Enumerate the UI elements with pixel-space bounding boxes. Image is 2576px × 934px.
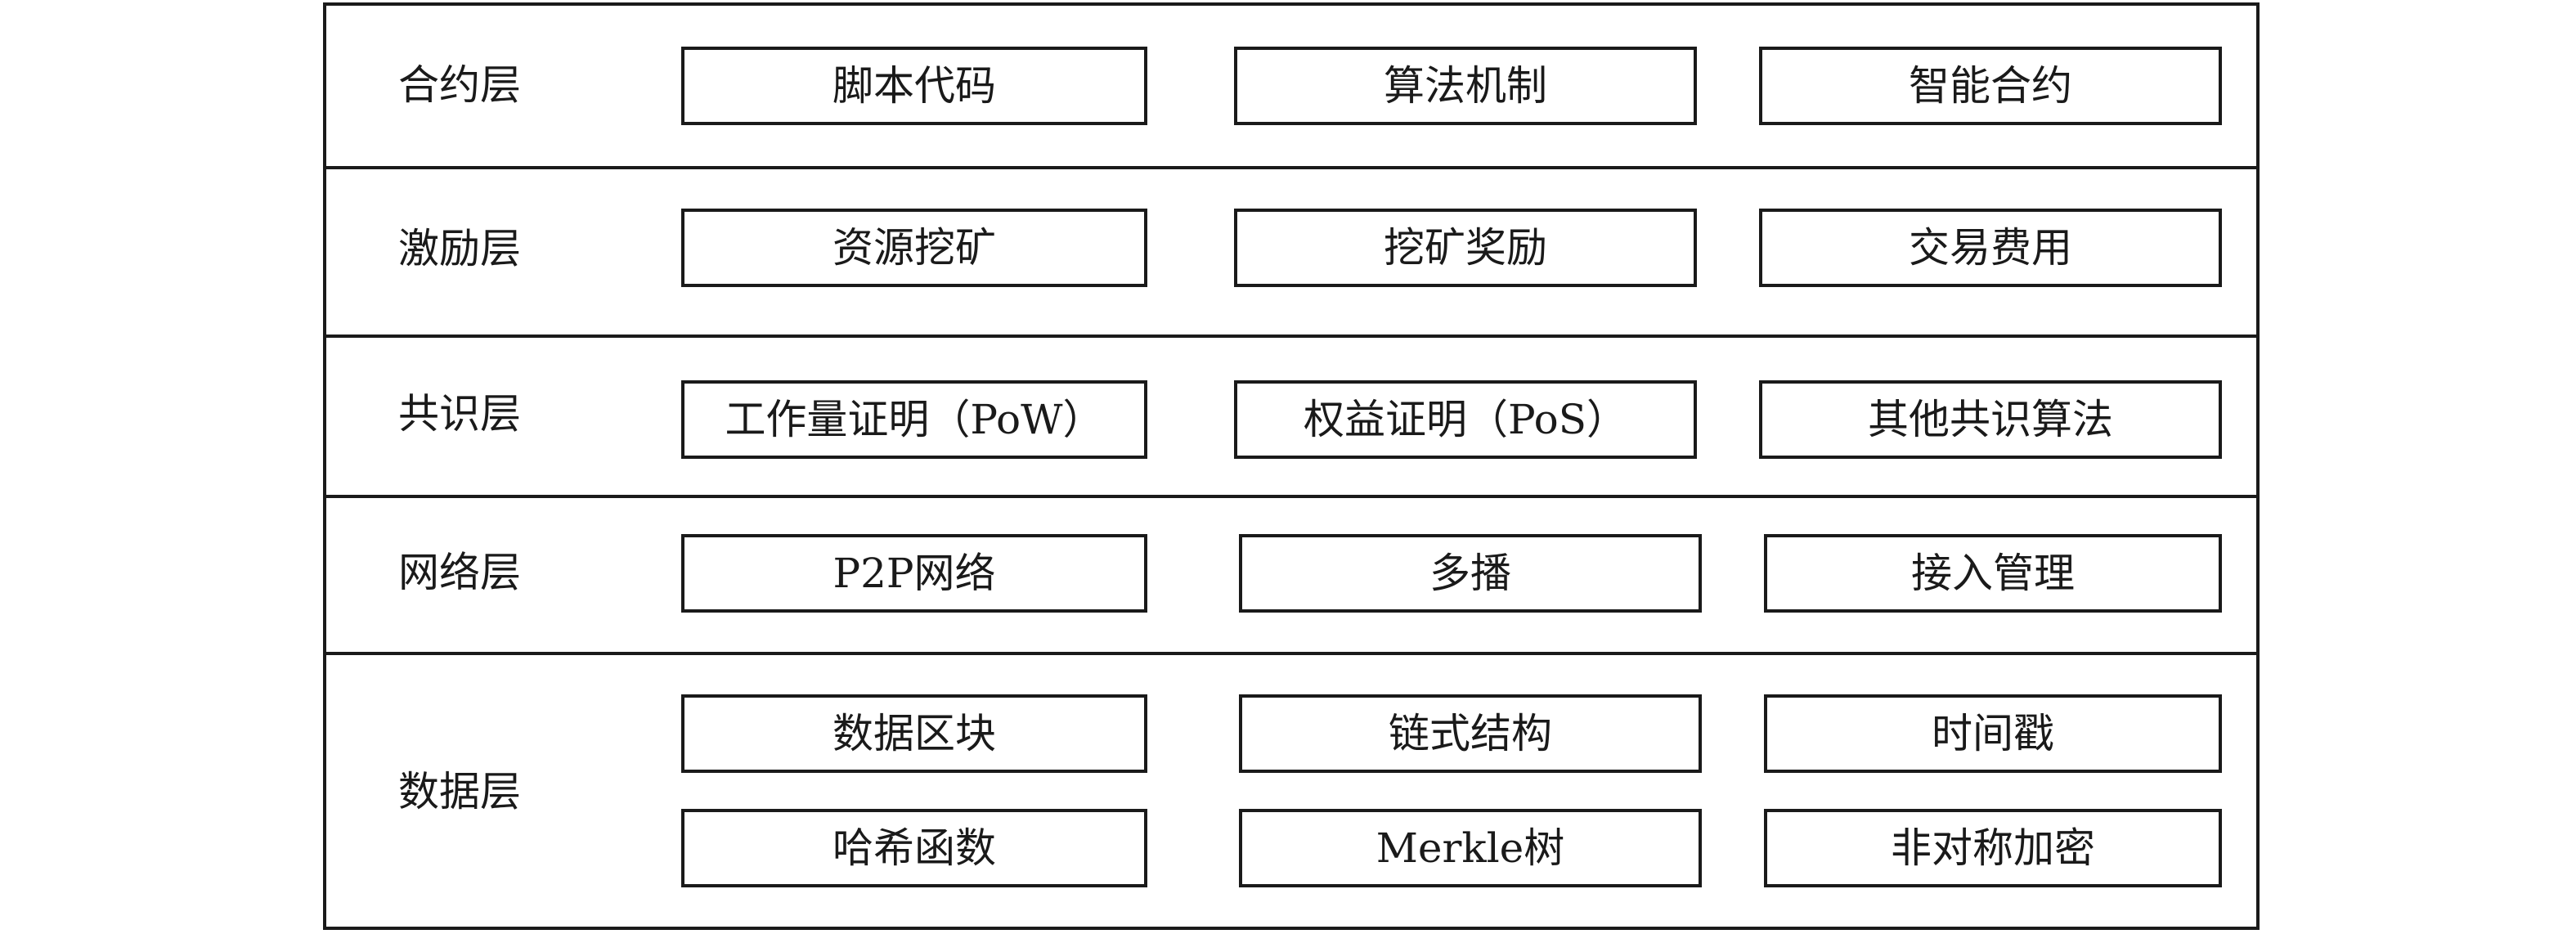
layer-contract: 合约层 脚本代码 算法机制 智能合约	[326, 6, 2256, 169]
box-script-code: 脚本代码	[681, 47, 1147, 125]
box-smart-contract: 智能合约	[1759, 47, 2222, 125]
layer-consensus: 共识层 工作量证明（PoW） 权益证明（PoS） 其他共识算法	[326, 338, 2256, 498]
box-resource-mining: 资源挖矿	[681, 209, 1147, 287]
box-p2p-network: P2P网络	[681, 534, 1147, 613]
box-algorithm-mechanism: 算法机制	[1234, 47, 1697, 125]
layer-network: 网络层 P2P网络 多播 接入管理	[326, 498, 2256, 655]
layer-label-data: 数据层	[398, 768, 521, 815]
box-merkle-tree: Merkle树	[1239, 809, 1702, 887]
box-timestamp: 时间戳	[1764, 694, 2222, 773]
layer-label-incentive: 激励层	[398, 225, 521, 272]
box-chain-structure: 链式结构	[1239, 694, 1702, 773]
box-other-consensus: 其他共识算法	[1759, 380, 2222, 459]
box-asymmetric-encryption: 非对称加密	[1764, 809, 2222, 887]
box-mining-reward: 挖矿奖励	[1234, 209, 1697, 287]
box-proof-of-work: 工作量证明（PoW）	[681, 380, 1147, 459]
box-multicast: 多播	[1239, 534, 1702, 613]
layer-incentive: 激励层 资源挖矿 挖矿奖励 交易费用	[326, 169, 2256, 338]
blockchain-architecture-diagram: 合约层 脚本代码 算法机制 智能合约 激励层 资源挖矿 挖矿奖励 交易费用 共识…	[323, 2, 2260, 930]
box-transaction-fee: 交易费用	[1759, 209, 2222, 287]
box-access-management: 接入管理	[1764, 534, 2222, 613]
box-hash-function: 哈希函数	[681, 809, 1147, 887]
layer-label-consensus: 共识层	[398, 390, 521, 438]
box-proof-of-stake: 权益证明（PoS）	[1234, 380, 1697, 459]
layer-label-network: 网络层	[398, 549, 521, 596]
box-data-block: 数据区块	[681, 694, 1147, 773]
layer-data: 数据层 数据区块 链式结构 时间戳 哈希函数 Merkle树 非对称加密	[326, 655, 2256, 928]
layer-label-contract: 合约层	[398, 61, 521, 109]
